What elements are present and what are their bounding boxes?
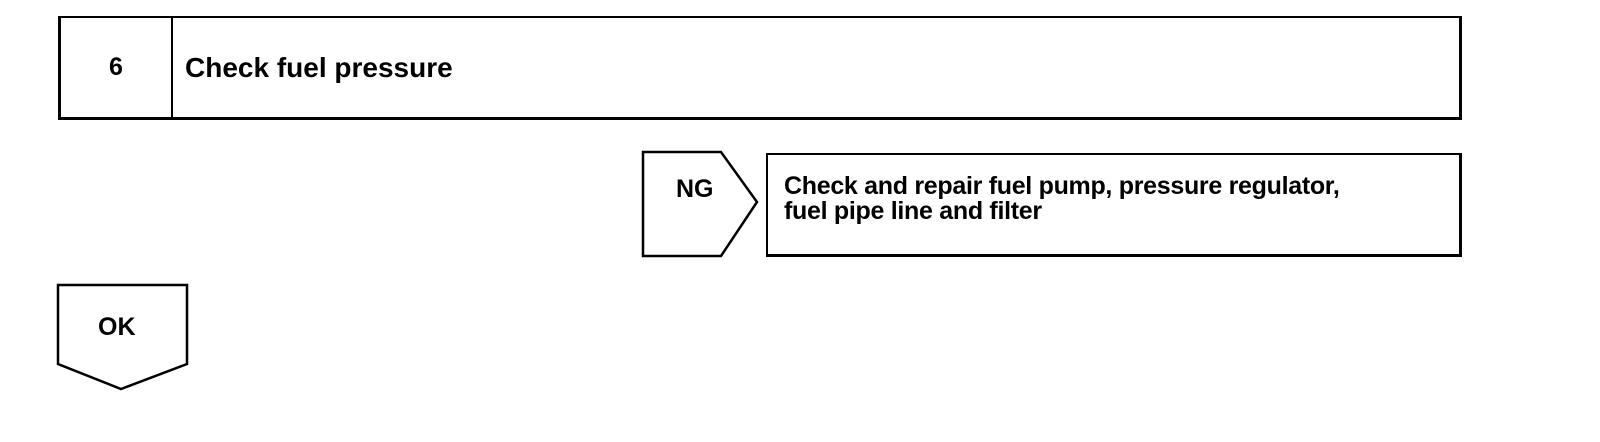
ng-label: NG bbox=[676, 175, 714, 203]
ng-action-line-2: fuel pipe line and filter bbox=[784, 197, 1042, 225]
ng-action-box: Check and repair fuel pump, pressure reg… bbox=[766, 153, 1462, 257]
ng-action-line-1: Check and repair fuel pump, pressure reg… bbox=[784, 172, 1340, 200]
ok-arrow-shape bbox=[56, 283, 189, 391]
ng-action-text: Check and repair fuel pump, pressure reg… bbox=[784, 174, 1464, 224]
step-header-box: 6 Check fuel pressure bbox=[58, 16, 1462, 120]
ng-arrow-shape bbox=[641, 150, 759, 258]
step-number: 6 bbox=[61, 18, 173, 117]
ok-label: OK bbox=[98, 313, 136, 341]
step-title: Check fuel pressure bbox=[185, 51, 453, 83]
